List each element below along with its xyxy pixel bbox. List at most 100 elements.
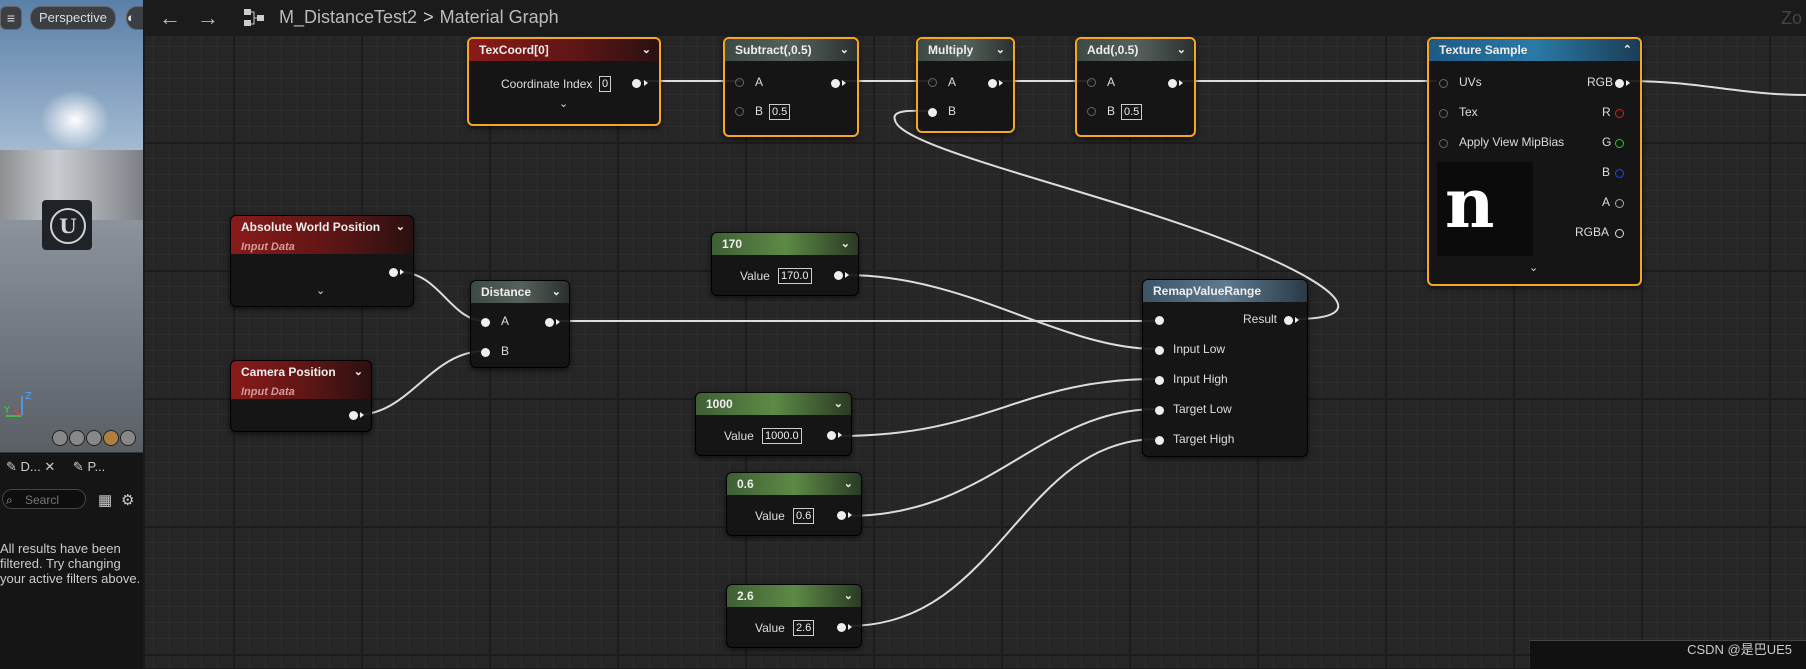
- output-pin[interactable]: [837, 623, 846, 632]
- gear-icon[interactable]: ⚙: [121, 492, 135, 509]
- value-field[interactable]: 0.6: [793, 508, 815, 524]
- output-pin-result[interactable]: [1284, 316, 1293, 325]
- node-texture-sample-header[interactable]: Texture Sample⌃: [1429, 39, 1640, 61]
- node-constant-170[interactable]: 170⌄ Value 170.0: [711, 232, 859, 296]
- node-camera-header[interactable]: Camera Position⌄Input Data: [231, 361, 371, 399]
- chevron-down-icon[interactable]: ⌄: [395, 221, 405, 233]
- output-pin[interactable]: [389, 268, 398, 277]
- b-value-field[interactable]: 0.5: [1121, 104, 1143, 120]
- node-subtract[interactable]: Subtract(,0.5)⌄ A B 0.5: [723, 37, 859, 137]
- sphere-preview-icon[interactable]: [69, 430, 85, 446]
- chevron-down-icon[interactable]: ⌄: [551, 286, 561, 298]
- node-constant-1000[interactable]: 1000⌄ Value 1000.0: [695, 392, 852, 456]
- chevron-down-icon[interactable]: ⌄: [641, 44, 651, 56]
- node-subtract-header[interactable]: Subtract(,0.5)⌄: [725, 39, 857, 61]
- viewport-menu-button[interactable]: ≡: [0, 6, 22, 30]
- input-pin-a[interactable]: [735, 78, 744, 87]
- chevron-down-icon[interactable]: ⌄: [353, 366, 363, 378]
- node-constant-header[interactable]: 1000⌄: [696, 393, 851, 415]
- input-pin-b[interactable]: [1087, 107, 1096, 116]
- output-pin-b[interactable]: [1615, 169, 1624, 178]
- teapot-preview-icon[interactable]: [120, 430, 136, 446]
- table-view-icon[interactable]: ▦: [98, 492, 113, 509]
- output-pin[interactable]: [831, 79, 840, 88]
- input-pin-a[interactable]: [928, 78, 937, 87]
- chevron-down-icon[interactable]: ⌄: [833, 398, 843, 410]
- preview-shape-buttons[interactable]: [52, 430, 137, 451]
- perspective-button[interactable]: Perspective: [30, 6, 116, 30]
- input-pin-target-low[interactable]: [1155, 406, 1164, 415]
- value-field[interactable]: 170.0: [778, 268, 812, 284]
- output-pin[interactable]: [834, 271, 843, 280]
- input-pin-b[interactable]: [928, 108, 937, 117]
- input-pin-tex[interactable]: [1439, 109, 1448, 118]
- node-constant-header[interactable]: 170⌄: [712, 233, 858, 255]
- chevron-up-icon[interactable]: ⌃: [1622, 44, 1632, 56]
- node-constant-2-6[interactable]: 2.6⌄ Value 2.6: [726, 584, 862, 648]
- graph-minimap[interactable]: [1530, 640, 1806, 669]
- output-pin-rgba[interactable]: [1615, 229, 1624, 238]
- breadcrumb-asset[interactable]: M_DistanceTest2: [279, 7, 418, 27]
- expand-chevron-icon[interactable]: ⌄: [316, 285, 326, 297]
- input-pin-a[interactable]: [1087, 78, 1096, 87]
- material-graph-canvas[interactable]: [145, 36, 1806, 668]
- tab-parameters[interactable]: ✎ P...: [73, 459, 105, 475]
- node-add-header[interactable]: Add(,0.5)⌄: [1077, 39, 1194, 61]
- node-distance-header[interactable]: Distance⌄: [471, 281, 569, 303]
- details-search-input[interactable]: Searcl: [2, 489, 86, 509]
- cube-preview-icon[interactable]: [103, 430, 119, 446]
- node-constant-header[interactable]: 2.6⌄: [727, 585, 861, 607]
- back-button[interactable]: ←: [159, 5, 181, 30]
- expand-chevron-icon[interactable]: ⌄: [559, 98, 569, 110]
- node-distance[interactable]: Distance⌄ A B: [470, 280, 570, 368]
- node-remap-header[interactable]: RemapValueRange: [1143, 280, 1307, 302]
- close-icon[interactable]: ✕: [44, 459, 56, 474]
- input-pin-a[interactable]: [481, 318, 490, 327]
- value-field[interactable]: 2.6: [793, 620, 815, 636]
- tab-details[interactable]: ✎ D... ✕: [6, 459, 55, 475]
- input-pin-value[interactable]: [1155, 316, 1164, 325]
- output-pin-rgb[interactable]: [1615, 79, 1624, 88]
- node-texcoord-header[interactable]: TexCoord[0]⌄: [469, 39, 659, 61]
- node-camera-position[interactable]: Camera Position⌄Input Data: [230, 360, 372, 432]
- node-texcoord[interactable]: TexCoord[0]⌄ Coordinate Index 0 ⌄: [467, 37, 661, 126]
- node-multiply[interactable]: Multiply⌄ A B: [916, 37, 1015, 133]
- input-pin-mipbias[interactable]: [1439, 139, 1448, 148]
- output-pin[interactable]: [349, 411, 358, 420]
- collapse-chevron-icon[interactable]: ⌄: [1529, 262, 1539, 274]
- node-texture-sample[interactable]: Texture Sample⌃ UVs Tex Apply View MipBi…: [1427, 37, 1642, 286]
- node-remap-value-range[interactable]: RemapValueRange Result Input Low Input H…: [1142, 279, 1308, 457]
- output-pin-g[interactable]: [1615, 139, 1624, 148]
- output-pin[interactable]: [827, 431, 836, 440]
- output-pin[interactable]: [1168, 79, 1177, 88]
- chevron-down-icon[interactable]: ⌄: [843, 478, 853, 490]
- output-pin-a[interactable]: [1615, 199, 1624, 208]
- input-pin-input-low[interactable]: [1155, 346, 1164, 355]
- input-pin-input-high[interactable]: [1155, 376, 1164, 385]
- plane-preview-icon[interactable]: [86, 430, 102, 446]
- coordinate-index-field[interactable]: 0: [599, 76, 612, 92]
- realtime-button[interactable]: ◐: [126, 6, 143, 30]
- chevron-down-icon[interactable]: ⌄: [840, 238, 850, 250]
- value-field[interactable]: 1000.0: [762, 428, 802, 444]
- input-pin-uvs[interactable]: [1439, 79, 1448, 88]
- node-absworld-header[interactable]: Absolute World Position⌄Input Data: [231, 216, 413, 254]
- node-constant-header[interactable]: 0.6⌄: [727, 473, 861, 495]
- node-absolute-world-position[interactable]: Absolute World Position⌄Input Data ⌄: [230, 215, 414, 307]
- viewport[interactable]: U ≡ Perspective ◐ Z Y: [0, 0, 143, 452]
- output-pin[interactable]: [837, 511, 846, 520]
- output-pin[interactable]: [988, 79, 997, 88]
- chevron-down-icon[interactable]: ⌄: [843, 590, 853, 602]
- cylinder-preview-icon[interactable]: [52, 430, 68, 446]
- chevron-down-icon[interactable]: ⌄: [839, 44, 849, 56]
- input-pin-b[interactable]: [735, 107, 744, 116]
- node-constant-0-6[interactable]: 0.6⌄ Value 0.6: [726, 472, 862, 536]
- output-pin-r[interactable]: [1615, 109, 1624, 118]
- output-pin[interactable]: [632, 79, 641, 88]
- input-pin-target-high[interactable]: [1155, 436, 1164, 445]
- node-multiply-header[interactable]: Multiply⌄: [918, 39, 1013, 61]
- input-pin-b[interactable]: [481, 348, 490, 357]
- b-value-field[interactable]: 0.5: [769, 104, 791, 120]
- forward-button[interactable]: →: [197, 5, 219, 30]
- node-add[interactable]: Add(,0.5)⌄ A B 0.5: [1075, 37, 1196, 137]
